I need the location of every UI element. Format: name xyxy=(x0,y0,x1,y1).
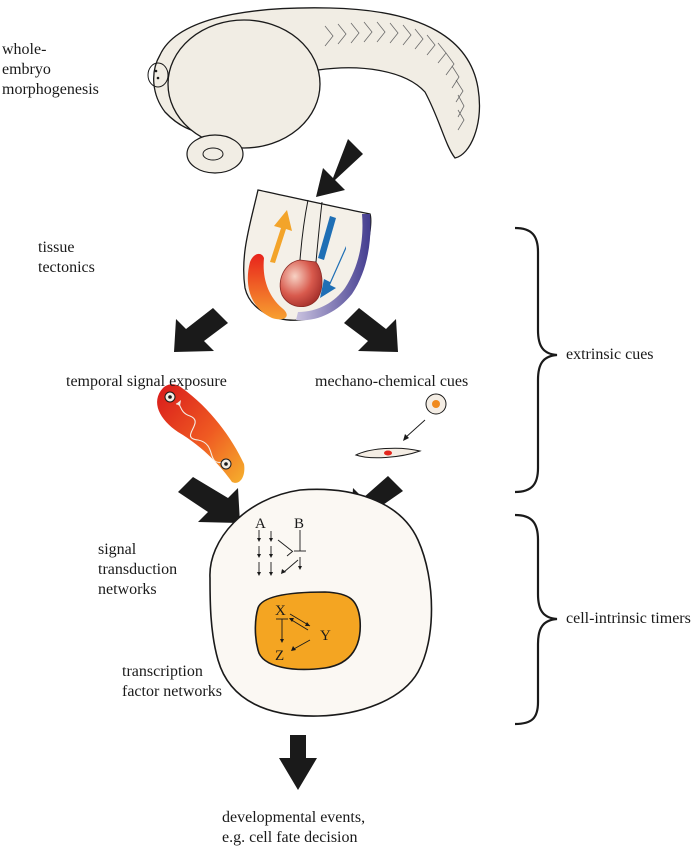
blue-arrow-lower xyxy=(320,246,346,298)
somites xyxy=(324,21,465,131)
arrow-tissue-to-temporal xyxy=(174,308,228,352)
nucleus xyxy=(254,591,362,671)
label-extrinsic-cues: extrinsic cues xyxy=(566,346,654,363)
brace-extrinsic xyxy=(514,226,558,494)
label-tf-networks: transcription factor networks xyxy=(122,663,222,700)
label-signal-networks: signal transduction networks xyxy=(98,541,178,598)
arrow-embryo-to-tissue xyxy=(316,139,363,197)
mechano-illustration xyxy=(354,393,447,459)
arrow-temporal-to-cell xyxy=(178,477,240,523)
ear xyxy=(186,134,244,174)
yolk xyxy=(167,19,321,149)
label-mechano-chemical: mechano-chemical cues xyxy=(315,373,469,390)
tissue-left-domain xyxy=(247,253,287,320)
braces xyxy=(514,226,558,726)
blue-arrow-upper xyxy=(318,216,336,260)
arrow-cell-to-outcome xyxy=(279,735,317,790)
node-A: A xyxy=(255,516,266,532)
cell-path xyxy=(175,403,225,463)
cell-illustration: A B X Y Z xyxy=(209,488,433,717)
brace-intrinsic xyxy=(514,513,558,726)
arrow-tissue-to-mechano xyxy=(344,308,398,352)
label-whole-embryo: whole- embryo morphogenesis xyxy=(2,41,99,98)
tissue-rim xyxy=(296,214,371,321)
eye xyxy=(147,62,169,88)
tissue-bulb xyxy=(279,259,323,308)
embryo-illustration xyxy=(147,7,481,174)
label-outcome: developmental events, e.g. cell fate dec… xyxy=(222,809,366,846)
node-B: B xyxy=(294,516,304,532)
label-temporal-signal: temporal signal exposure xyxy=(66,373,227,390)
node-X: X xyxy=(275,603,286,619)
orange-arrow xyxy=(270,210,292,263)
label-cell-intrinsic-timers: cell-intrinsic timers xyxy=(566,610,691,627)
node-Y: Y xyxy=(320,628,331,644)
label-tissue-tectonics: tissue tectonics xyxy=(38,239,95,276)
tissue-illustration xyxy=(243,189,372,321)
signal-gradient-illustration xyxy=(157,384,245,483)
node-Z: Z xyxy=(275,648,284,664)
